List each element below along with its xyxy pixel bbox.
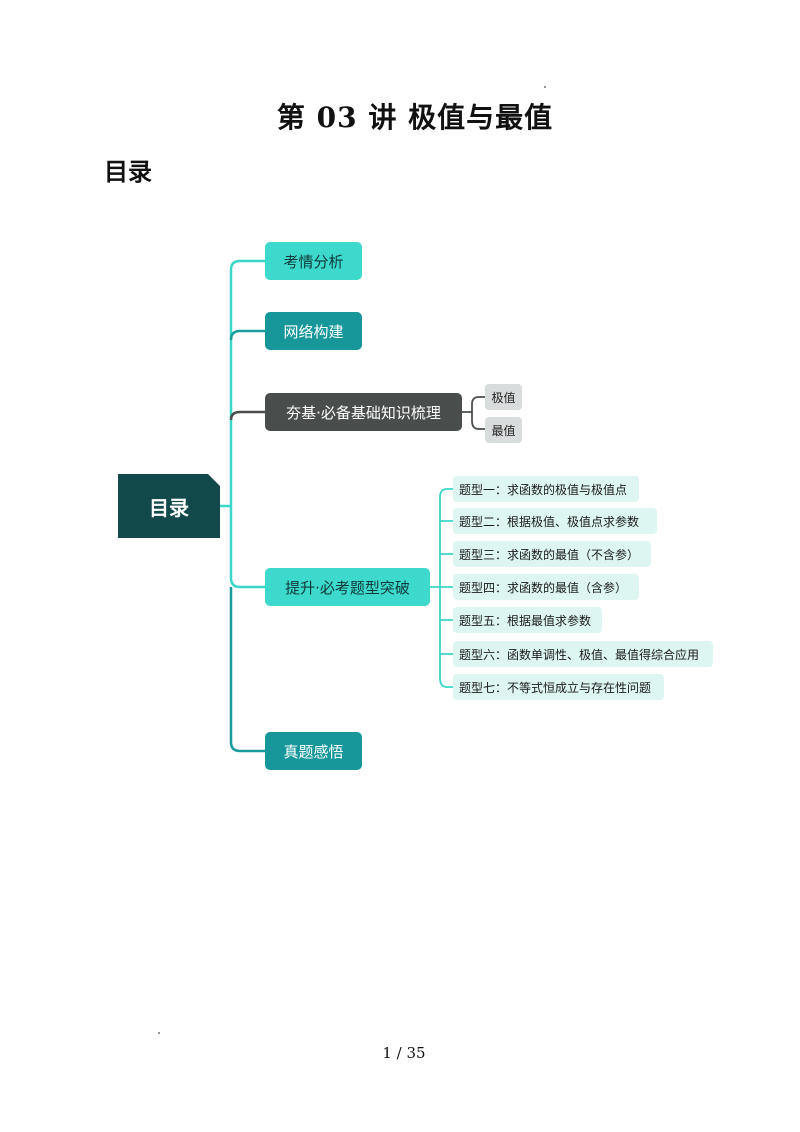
node-kaoqing[interactable]: 考情分析 <box>265 242 362 280</box>
mindmap-root: 目录 <box>118 474 220 538</box>
node-tixing-4[interactable]: 题型四：求函数的最值（含参） <box>453 574 639 600</box>
node-zuizhi-label: 最值 <box>491 423 516 438</box>
page-fold-icon <box>208 474 220 486</box>
node-tixing-6[interactable]: 题型六：函数单调性、极值、最值得综合应用 <box>453 641 713 667</box>
mindmap-root-label: 目录 <box>149 495 189 520</box>
node-zhenti-label: 真题感悟 <box>283 742 344 761</box>
connector-branch-3 <box>229 410 265 421</box>
node-kaoqing-label: 考情分析 <box>283 252 344 271</box>
node-tixing-2[interactable]: 题型二：根据极值、极值点求参数 <box>453 508 657 534</box>
node-tixing-3[interactable]: 题型三：求函数的最值（不含参） <box>453 541 651 567</box>
node-tisheng[interactable]: 提升·必考题型突破 <box>265 568 430 606</box>
scan-dot <box>544 86 546 88</box>
node-tixing-3-label: 题型三：求函数的最值（不含参） <box>459 547 640 562</box>
node-tixing-6-label: 题型六：函数单调性、极值、最值得综合应用 <box>459 647 700 662</box>
node-tixing-7-label: 题型七：不等式恒成立与存在性问题 <box>459 680 652 695</box>
node-tixing-4-label: 题型四：求函数的最值（含参） <box>459 580 628 595</box>
node-tixing-7[interactable]: 题型七：不等式恒成立与存在性问题 <box>453 674 664 700</box>
connector-branch-4 <box>229 506 265 589</box>
node-zhenti[interactable]: 真题感悟 <box>265 732 362 770</box>
node-jizhi[interactable]: 极值 <box>485 384 522 410</box>
node-tixing-1-label: 题型一：求函数的极值与极值点 <box>459 482 628 497</box>
node-wangluo[interactable]: 网络构建 <box>265 312 362 350</box>
connector-branch-2 <box>229 329 265 341</box>
node-tixing-2-label: 题型二：根据极值、极值点求参数 <box>459 514 640 529</box>
node-jizhi-label: 极值 <box>491 390 516 405</box>
node-tixing-1[interactable]: 题型一：求函数的极值与极值点 <box>453 476 639 502</box>
page-title: 第 03 讲 极值与最值 <box>276 101 554 134</box>
toc-heading: 目录 <box>104 158 152 186</box>
page-number: 1 / 35 <box>382 1044 426 1062</box>
connector-branch-1 <box>229 259 265 506</box>
node-tixing-5[interactable]: 题型五：根据最值求参数 <box>453 607 602 633</box>
connector-sub-3 <box>462 396 485 430</box>
node-tisheng-label: 提升·必考题型突破 <box>285 578 410 597</box>
node-wangluo-label: 网络构建 <box>283 322 344 341</box>
node-zuizhi[interactable]: 最值 <box>485 417 522 443</box>
connector-branch-5 <box>229 587 265 753</box>
scan-dot <box>158 1032 160 1034</box>
connector-sub-4 <box>430 488 453 688</box>
node-hangji-label: 夯基·必备基础知识梳理 <box>286 403 441 422</box>
node-tixing-5-label: 题型五：根据最值求参数 <box>459 613 592 628</box>
node-hangji[interactable]: 夯基·必备基础知识梳理 <box>265 393 462 431</box>
